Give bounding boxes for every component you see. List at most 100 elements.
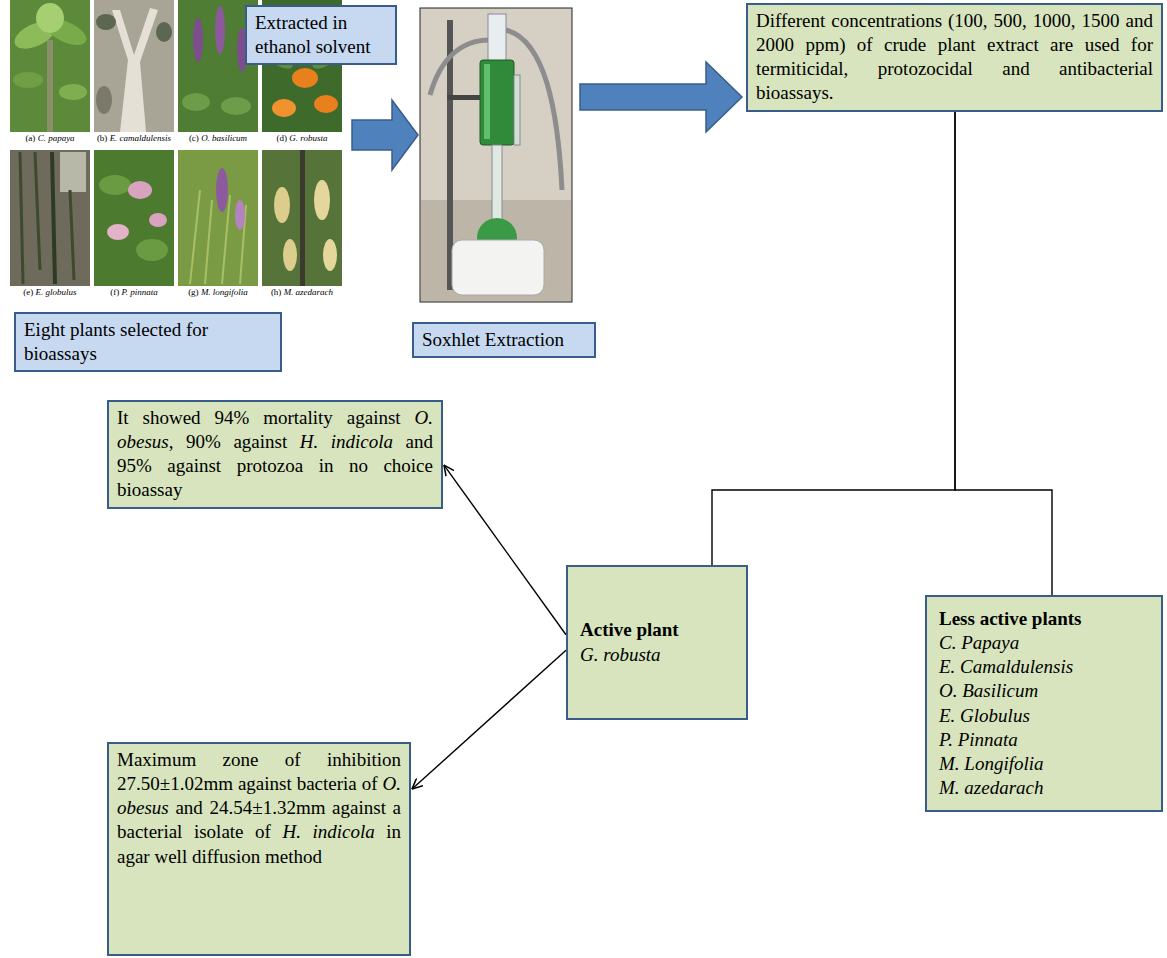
connector-line — [712, 112, 955, 566]
extractor — [480, 60, 514, 145]
text-run: Extracted in ethanol solvent — [255, 12, 371, 57]
plant-leaf — [59, 84, 87, 100]
species-name: E. camaldulensis — [110, 133, 172, 143]
species-name: M. azedarach — [284, 287, 334, 297]
photo-ground — [10, 150, 90, 286]
process-box: Different concentrations (100, 500, 1000… — [746, 3, 1163, 112]
photo-caption: (c) O. basilicum — [176, 133, 260, 144]
species-name: C. Papaya — [939, 632, 1019, 653]
photo-caption: (b) E. camaldulensis — [92, 133, 176, 144]
plant-photo — [262, 150, 342, 286]
text-run: Maximum zone of inhibition 27.50±1.02mm … — [117, 749, 401, 794]
plant-leaf — [182, 93, 210, 111]
side-arm — [514, 75, 520, 145]
plant-fruit — [323, 239, 337, 271]
photo-caption: (e) E. globulus — [8, 287, 92, 298]
photo-caption: (d) G. robusta — [260, 133, 344, 144]
box-text: It showed 94% mortality against O. obesu… — [117, 406, 433, 503]
plant-fruit — [283, 239, 297, 271]
text-run: (a) — [25, 133, 37, 143]
plant-leaf — [136, 239, 168, 261]
species-name: P. Pinnata — [939, 729, 1018, 750]
plant-flower — [216, 168, 228, 212]
flask-neck — [492, 145, 502, 225]
box-text: Different concentrations (100, 500, 1000… — [756, 9, 1153, 106]
caption-box: Soxhlet Extraction — [412, 322, 596, 358]
plant-leaf — [13, 72, 43, 88]
box-text: Extracted in ethanol solvent — [255, 11, 387, 59]
text-run: (g) — [188, 287, 201, 297]
block-arrow — [352, 100, 418, 170]
photo-sky — [60, 152, 86, 192]
species-name: O. basilicum — [201, 133, 247, 143]
box-text: O. Basilicum — [939, 679, 1149, 703]
text-run: (d) — [277, 133, 290, 143]
species-name: O. Basilicum — [939, 680, 1038, 701]
species-name: M. longifolia — [201, 287, 248, 297]
plant-flower — [272, 99, 296, 117]
photo-ground — [10, 0, 90, 132]
plant-photo — [10, 150, 90, 286]
text-run: (b) — [97, 133, 110, 143]
plant-leaf — [96, 14, 116, 30]
species-name: H. indicola — [282, 821, 374, 842]
plant-photo — [94, 150, 174, 286]
box-text: Maximum zone of inhibition 27.50±1.02mm … — [117, 748, 401, 869]
species-name: E. Globulus — [939, 705, 1030, 726]
connector-line — [412, 650, 566, 789]
plant-leaf — [96, 86, 112, 114]
stand-clamp — [447, 95, 483, 100]
species-name: P. pinnata — [121, 287, 157, 297]
species-name: M. Longifolia — [939, 753, 1044, 774]
water-hose — [506, 30, 562, 190]
photo-ground — [94, 0, 174, 132]
plant-photo — [178, 150, 258, 286]
box-heading: Active plant — [580, 618, 734, 642]
photo-ground — [178, 150, 258, 286]
plant-list-box: Less active plants C. PapayaE. Camaldulen… — [925, 595, 1163, 812]
box-text: E. Camaldulensis — [939, 655, 1149, 679]
text-run: Soxhlet Extraction — [422, 329, 564, 350]
plant-leaf — [99, 175, 131, 195]
photo-caption: (f) P. pinnata — [92, 287, 176, 298]
process-box: Extracted in ethanol solvent — [245, 5, 397, 65]
result-box: Maximum zone of inhibition 27.50±1.02mm … — [107, 742, 411, 956]
text-run: , 90% against — [169, 431, 300, 452]
heating-mantle — [452, 240, 544, 295]
plant-leaf — [221, 97, 251, 115]
caption-box: Eight plants selected for bioassays — [14, 312, 282, 372]
plant-flower — [193, 18, 203, 62]
connector-line — [444, 465, 566, 635]
plant-flower — [128, 181, 152, 199]
species-name: G. robusta — [580, 644, 661, 665]
text-run: Different concentrations (100, 500, 1000… — [756, 10, 1153, 103]
photo-caption: (g) M. longifolia — [176, 287, 260, 298]
result-box: It showed 94% mortality against O. obesu… — [107, 400, 443, 509]
block-arrow — [580, 62, 742, 132]
plant-trunk — [47, 40, 53, 132]
plant-fruit — [274, 187, 290, 223]
plant-branch — [52, 152, 55, 284]
species-name: E. globulus — [36, 287, 77, 297]
plant-flower — [215, 6, 225, 54]
plant-photo — [10, 0, 90, 132]
species-name: G. robusta — [289, 133, 327, 143]
plant-flower — [235, 200, 245, 230]
box-text: E. Globulus — [939, 704, 1149, 728]
box-text: Soxhlet Extraction — [422, 328, 586, 352]
text-run: (f) — [110, 287, 121, 297]
connector-line — [955, 112, 1052, 596]
text-run: Eight plants selected for bioassays — [24, 319, 208, 364]
box-text: M. Longifolia — [939, 752, 1149, 776]
box-text: P. Pinnata — [939, 728, 1149, 752]
condenser — [488, 14, 506, 64]
box-text: Eight plants selected for bioassays — [24, 318, 272, 366]
plant-leaf — [156, 22, 172, 42]
plant-leaf — [36, 3, 64, 33]
text-run: Less active plants — [939, 608, 1082, 629]
plant-trunk — [112, 8, 158, 132]
plant-flower — [149, 213, 167, 227]
plant-branch — [70, 190, 74, 280]
text-run: Active plant — [580, 619, 679, 640]
